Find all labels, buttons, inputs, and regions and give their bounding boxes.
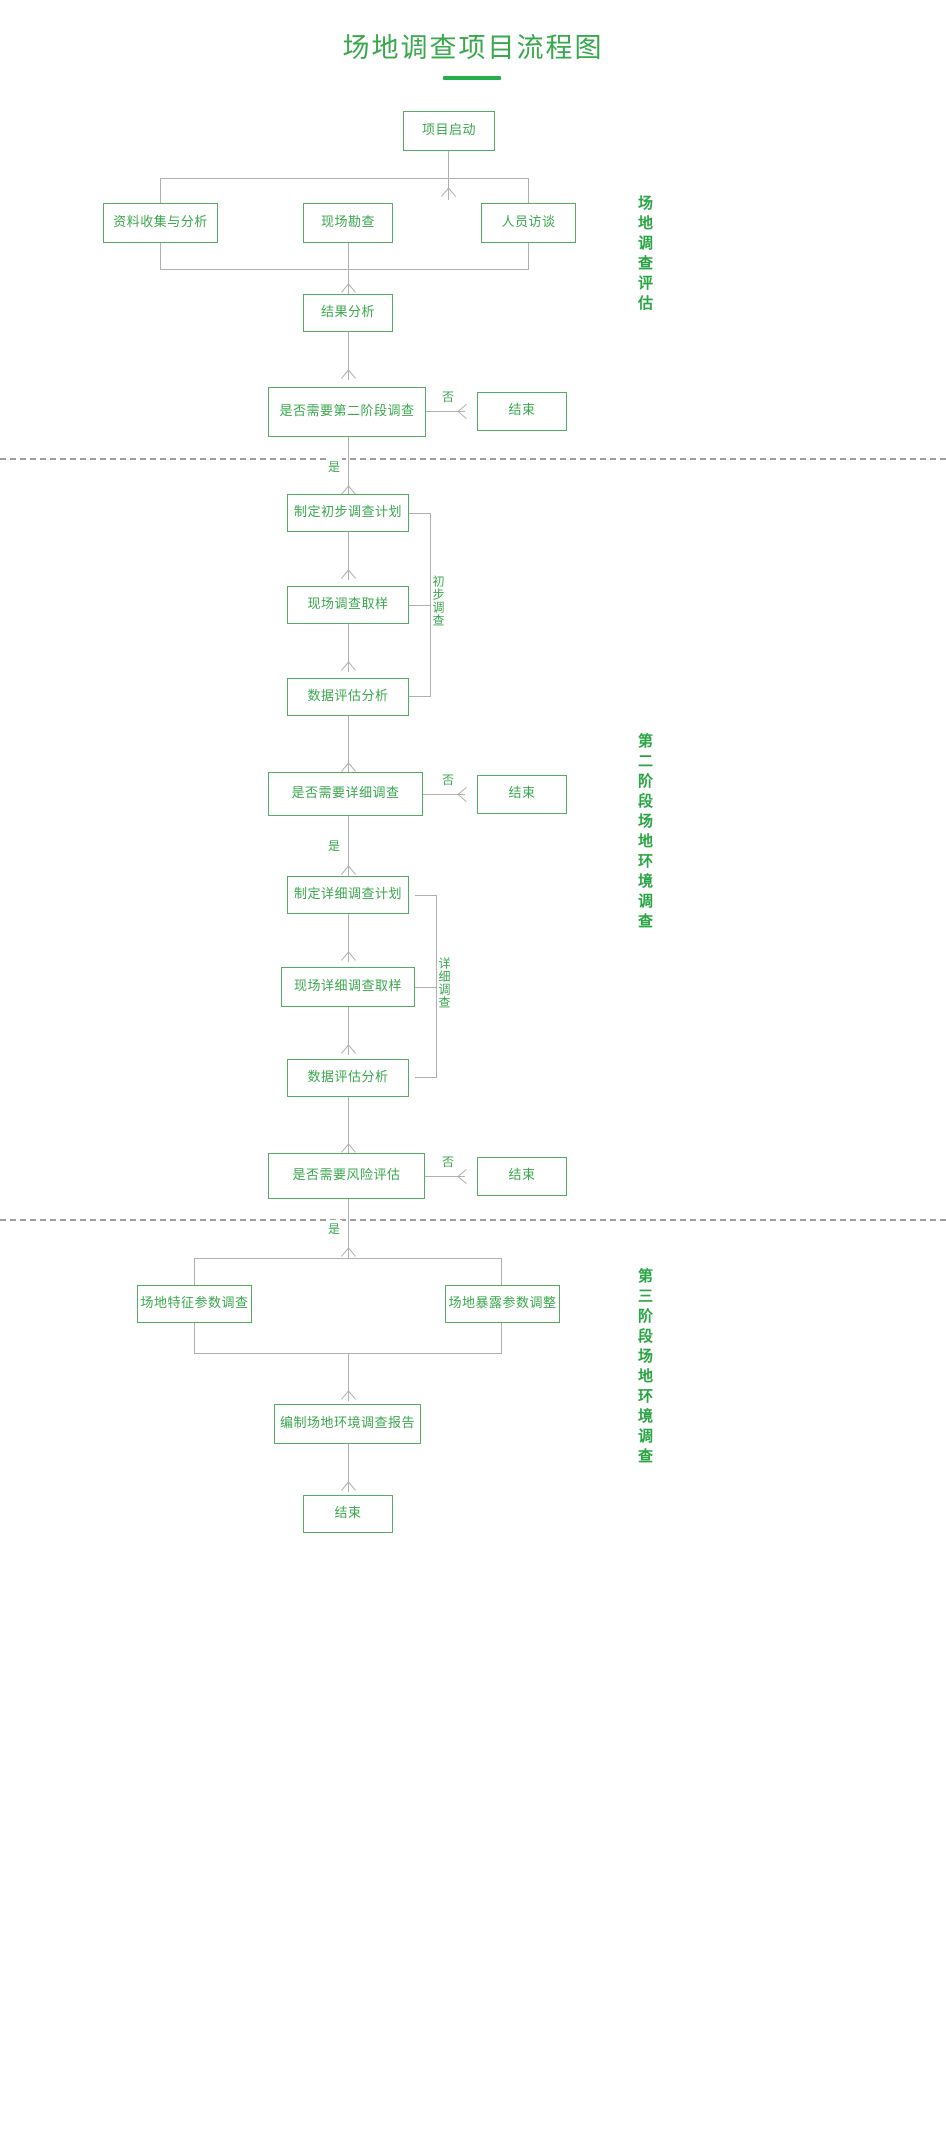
connector-plan-to-sampling-prelim bbox=[348, 532, 349, 580]
node-plan-preliminary[interactable]: 制定初步调查计划 bbox=[287, 494, 409, 532]
arrowhead-phase2-no bbox=[458, 405, 471, 418]
node-data-eval-preliminary[interactable]: 数据评估分析 bbox=[287, 678, 409, 716]
node-decision-phase2[interactable]: 是否需要第二阶段调查 bbox=[268, 387, 426, 437]
connector-phase2-no bbox=[426, 411, 465, 412]
connector-stage3-merge-down bbox=[348, 1353, 349, 1401]
connector-eval-to-decision-risk bbox=[348, 1097, 349, 1155]
connector-sampling-to-eval-detailed bbox=[348, 1007, 349, 1055]
connector-eval-to-decision-detailed bbox=[348, 716, 349, 774]
node-decision-detailed[interactable]: 是否需要详细调查 bbox=[268, 772, 423, 816]
page-title: 场地调查项目流程图 bbox=[342, 33, 604, 64]
arrowhead-eval-detailed bbox=[342, 1045, 355, 1058]
node-decision-risk[interactable]: 是否需要风险评估 bbox=[268, 1153, 425, 1199]
arrowhead-eval-preliminary bbox=[342, 662, 355, 675]
title-underline-rule bbox=[443, 76, 501, 80]
branch-label-yes-risk: 是 bbox=[326, 1220, 343, 1237]
bracket-detailed-middle-stub bbox=[415, 987, 437, 988]
arrowhead-end-4 bbox=[342, 1482, 355, 1495]
node-site-survey[interactable]: 现场勘查 bbox=[303, 203, 393, 243]
stage-caption-3: 第三阶段场地环境调查 bbox=[636, 1268, 654, 1468]
connector-detailed-no bbox=[423, 794, 465, 795]
connector-report-to-end bbox=[348, 1444, 349, 1492]
node-site-exposure-params[interactable]: 场地暴露参数调整 bbox=[445, 1285, 560, 1323]
node-sampling-preliminary[interactable]: 现场调查取样 bbox=[287, 586, 409, 624]
connector-sampling-to-eval-prelim bbox=[348, 624, 349, 672]
node-compile-report[interactable]: 编制场地环境调查报告 bbox=[274, 1404, 421, 1444]
branch-label-no-phase2: 否 bbox=[440, 388, 457, 405]
connector-start-to-split bbox=[448, 151, 449, 200]
node-end-1[interactable]: 结束 bbox=[477, 392, 567, 431]
bracket-preliminary-middle-stub bbox=[409, 605, 431, 606]
node-data-collection[interactable]: 资料收集与分析 bbox=[103, 203, 218, 243]
connector-result-to-decision bbox=[348, 332, 349, 380]
arrowhead-to-site-survey bbox=[442, 188, 455, 201]
branch-label-yes-phase2: 是 bbox=[326, 458, 343, 475]
connector-plan-to-sampling-detailed bbox=[348, 914, 349, 962]
connector-phase2-yes bbox=[348, 437, 349, 497]
arrowhead-risk-yes bbox=[342, 1248, 355, 1261]
arrowhead-sampling-preliminary bbox=[342, 570, 355, 583]
branch-label-yes-detailed: 是 bbox=[326, 837, 343, 854]
stage-caption-2: 第二阶段场地环境调查 bbox=[636, 733, 654, 933]
node-interviews[interactable]: 人员访谈 bbox=[481, 203, 576, 243]
branch-label-no-risk: 否 bbox=[440, 1153, 457, 1170]
connector-site-survey-down bbox=[348, 243, 349, 295]
stage-divider-2 bbox=[0, 1219, 946, 1221]
node-data-eval-detailed[interactable]: 数据评估分析 bbox=[287, 1059, 409, 1097]
arrowhead-detailed-no bbox=[458, 788, 471, 801]
arrowhead-compile-report bbox=[342, 1391, 355, 1404]
stage-divider-1 bbox=[0, 458, 946, 460]
connector-risk-yes bbox=[348, 1199, 349, 1259]
node-site-feature-params[interactable]: 场地特征参数调查 bbox=[137, 1285, 252, 1323]
connector-detailed-yes bbox=[348, 816, 349, 876]
connector-split-bar bbox=[160, 178, 529, 179]
bracket-detailed bbox=[415, 895, 437, 1078]
bracket-label-preliminary: 初步调查 bbox=[431, 575, 445, 627]
arrowhead-to-decision-phase2 bbox=[342, 370, 355, 383]
node-end-2[interactable]: 结束 bbox=[477, 775, 567, 814]
node-result-analysis[interactable]: 结果分析 bbox=[303, 294, 393, 332]
branch-label-no-detailed: 否 bbox=[440, 771, 457, 788]
connector-merge-bar bbox=[160, 269, 529, 270]
connector-risk-no bbox=[425, 1176, 465, 1177]
node-sampling-detailed[interactable]: 现场详细调查取样 bbox=[281, 967, 415, 1007]
node-plan-detailed[interactable]: 制定详细调查计划 bbox=[287, 876, 409, 914]
node-end-4[interactable]: 结束 bbox=[303, 1495, 393, 1533]
node-project-start[interactable]: 项目启动 bbox=[403, 111, 495, 151]
node-end-3[interactable]: 结束 bbox=[477, 1157, 567, 1196]
bracket-label-detailed: 详细调查 bbox=[437, 957, 451, 1009]
arrowhead-sampling-detailed bbox=[342, 952, 355, 965]
stage-caption-1: 场地调查评估 bbox=[636, 195, 654, 315]
arrowhead-risk-no bbox=[458, 1170, 471, 1183]
